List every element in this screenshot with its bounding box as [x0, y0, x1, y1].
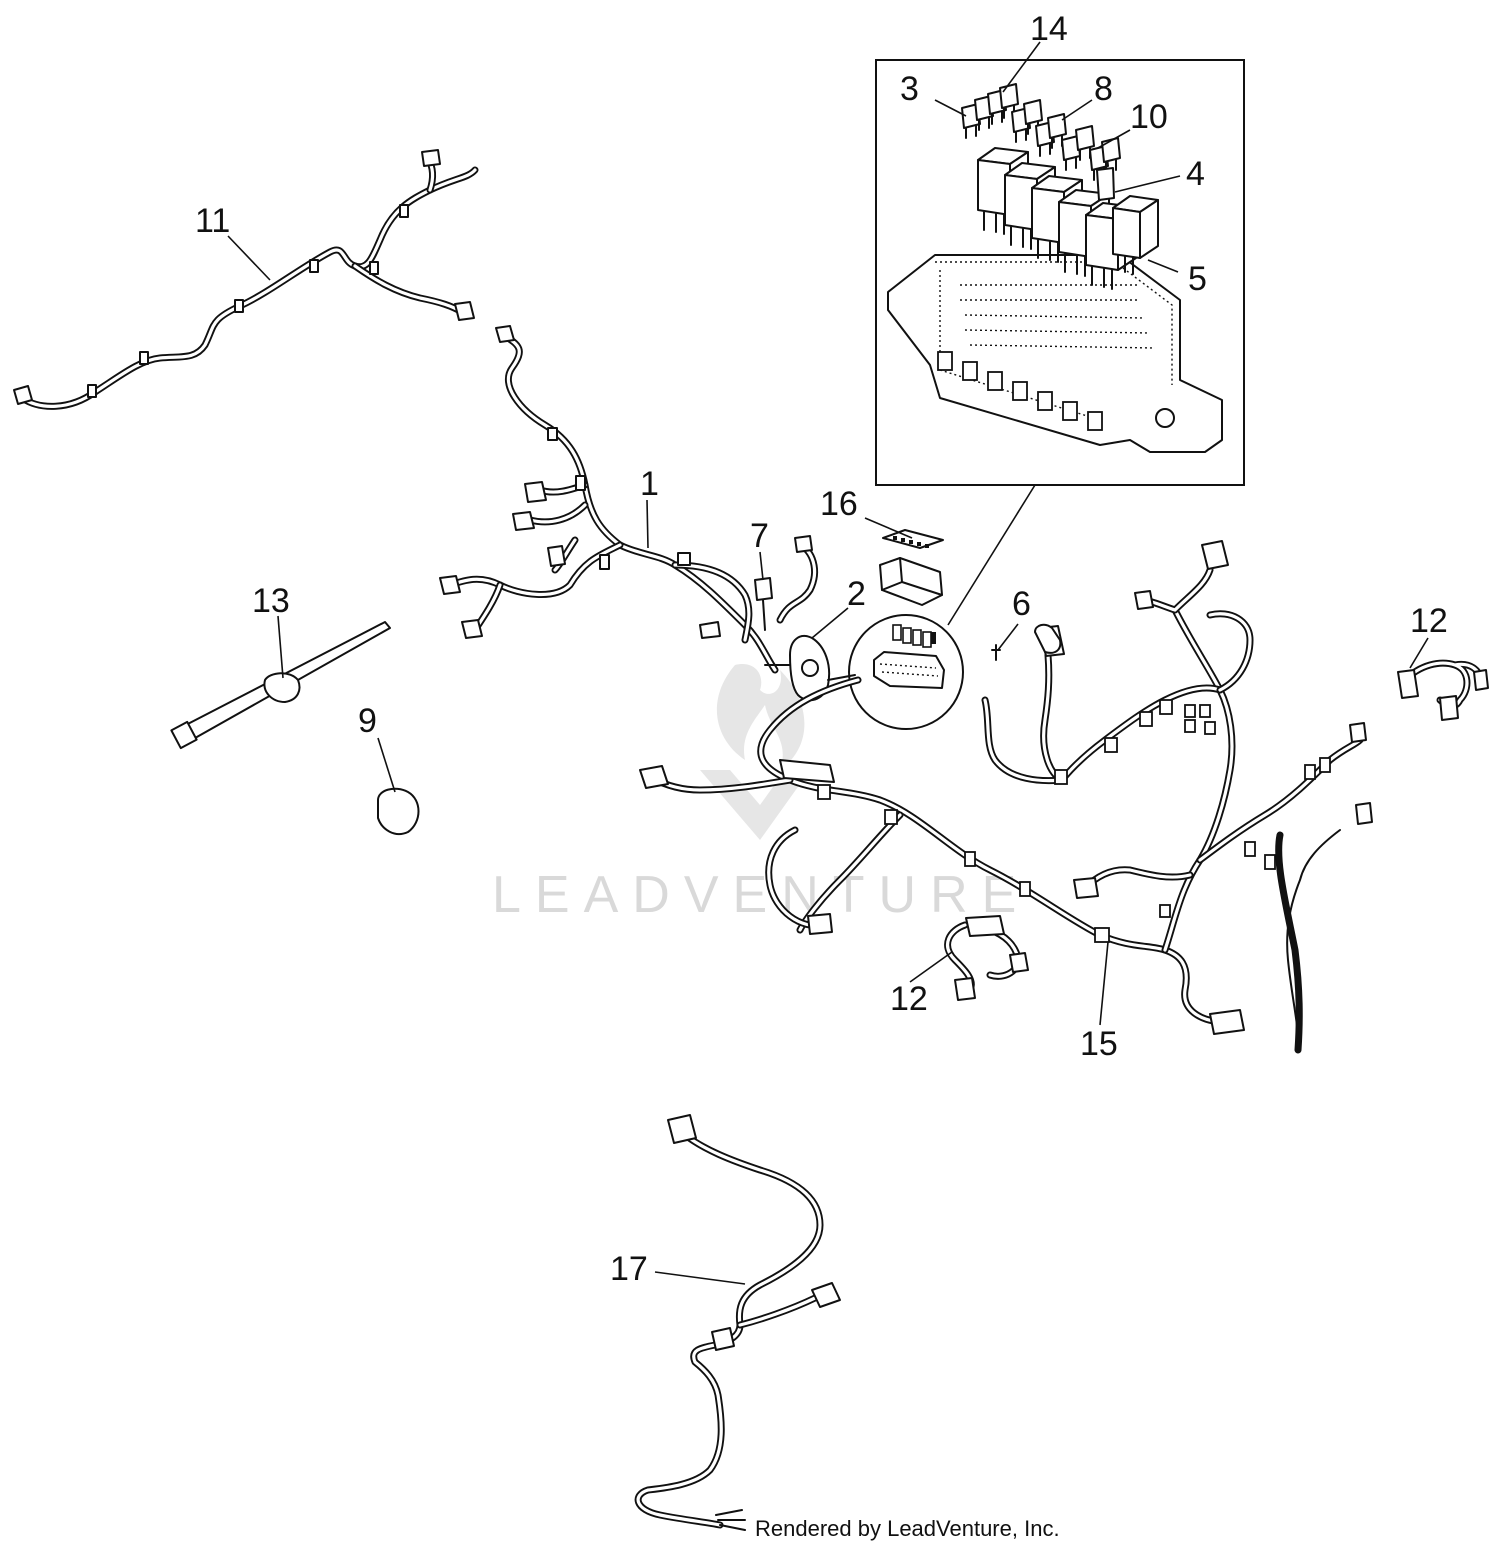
fuse-box-inset	[875, 59, 1245, 626]
fuse-icon	[1047, 113, 1067, 149]
connector-icon	[1073, 877, 1099, 899]
item-7-connector	[754, 577, 773, 631]
connector-icon	[794, 535, 813, 553]
connector-icon	[524, 481, 547, 503]
relay-icon	[1112, 195, 1159, 275]
item-6-part	[991, 623, 1062, 661]
callout-13: 13	[252, 582, 290, 620]
connector-icon	[1349, 722, 1367, 743]
watermark-text: LEADVENTURE	[492, 866, 1030, 924]
harness-11	[13, 149, 479, 410]
callout-16: 16	[820, 485, 858, 523]
callout-labels: 1 2 3 4 5 6 7 8 9 10 11 12 12 13 14 15 1…	[195, 10, 1448, 1288]
harness-17	[634, 1114, 841, 1531]
connector-icon	[965, 915, 1005, 937]
connector-icon	[1439, 695, 1459, 721]
leader-lines	[227, 41, 1429, 1285]
callout-17: 17	[610, 1250, 648, 1288]
callout-10: 10	[1130, 98, 1168, 136]
connector-icon	[439, 575, 461, 595]
connector-icon	[1473, 669, 1489, 691]
connector-icon	[807, 913, 833, 935]
connector-icon	[1209, 1009, 1245, 1035]
relays	[977, 147, 1159, 290]
connector-icon	[699, 621, 721, 639]
callout-7: 7	[750, 517, 769, 555]
callout-3: 3	[900, 70, 919, 108]
connector-icon	[547, 545, 566, 567]
callout-12-right: 12	[1410, 602, 1448, 640]
connector-icon	[512, 511, 535, 531]
connector-icon	[1009, 952, 1029, 973]
fuses	[961, 83, 1121, 201]
callout-15: 15	[1080, 1025, 1118, 1063]
item-12-right	[1397, 659, 1489, 721]
connector-icon	[811, 1282, 841, 1308]
connector-icon	[667, 1114, 697, 1144]
item-9-grommet	[377, 787, 420, 836]
watermark: LEADVENTURE	[492, 664, 1030, 924]
callout-2: 2	[847, 575, 866, 613]
inset-frame	[875, 59, 1245, 486]
item-12-center	[944, 915, 1029, 1001]
item-13-cable-tie	[170, 621, 391, 750]
fuse-block-icon	[887, 254, 1223, 453]
harness-1	[439, 325, 818, 674]
connector-icon	[954, 977, 976, 1001]
callout-1: 1	[640, 465, 659, 503]
callout-14: 14	[1030, 10, 1068, 48]
callout-8: 8	[1094, 70, 1113, 108]
watermark-flame-icon	[716, 664, 805, 770]
connector-icon	[1134, 590, 1154, 610]
item-2-component	[764, 635, 856, 702]
connector-icon	[639, 765, 669, 789]
connector-icon	[1355, 802, 1373, 825]
callout-4: 4	[1186, 155, 1205, 193]
connector-icon	[495, 325, 515, 343]
connector-icon	[779, 759, 835, 783]
connector-icon	[461, 619, 483, 639]
callout-11: 11	[195, 202, 230, 240]
footer-credit: Rendered by LeadVenture, Inc.	[755, 1516, 1060, 1541]
callout-6: 6	[1012, 585, 1031, 623]
connector-icon	[421, 149, 441, 167]
harness-15	[639, 540, 1373, 1054]
connector-icon	[454, 301, 475, 321]
callout-9: 9	[358, 702, 377, 740]
connector-icon	[1201, 540, 1229, 570]
callout-5: 5	[1188, 260, 1207, 298]
connector-icon	[13, 385, 33, 405]
fuse-icon	[1096, 167, 1115, 201]
item-16-part	[879, 529, 944, 606]
fuse-box-detail	[848, 614, 964, 730]
fuse-block-terminals	[937, 351, 1103, 431]
callout-12-center: 12	[890, 980, 928, 1018]
fuse-icon	[1075, 125, 1095, 161]
connector-icon	[1397, 669, 1419, 699]
